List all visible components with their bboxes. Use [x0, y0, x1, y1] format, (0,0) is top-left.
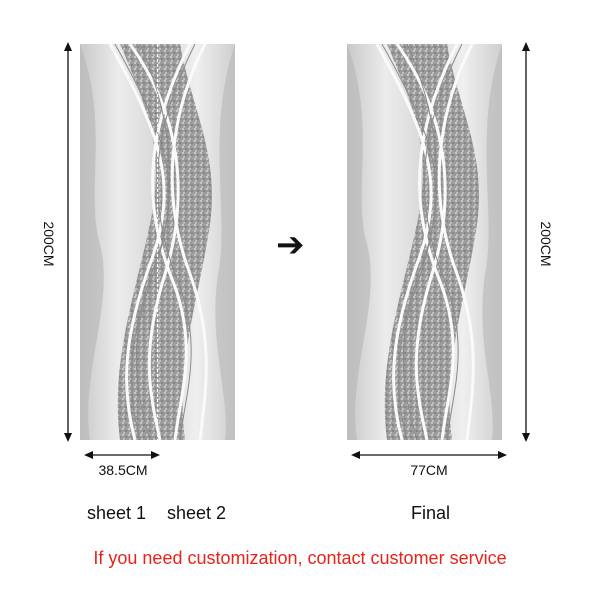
left-height-label: 200CM	[41, 221, 57, 267]
customization-notice: If you need customization, contact custo…	[93, 548, 507, 568]
right-arrow-icon: ➔	[276, 226, 305, 264]
right-width-label: 77CM	[410, 462, 448, 478]
final-label: Final	[411, 503, 451, 523]
left-height-arrow	[64, 42, 72, 442]
door-sticker-preview-split	[80, 44, 235, 440]
left-width-arrow	[84, 451, 160, 459]
sheet2-label: sheet 2	[167, 503, 227, 523]
right-width-arrow	[351, 451, 507, 459]
right-height-arrow	[522, 42, 530, 442]
sheet1-label: sheet 1	[87, 503, 147, 523]
left-width-label: 38.5CM	[98, 462, 148, 478]
right-height-label: 200CM	[538, 221, 554, 267]
door-sticker-preview-final	[347, 44, 502, 440]
